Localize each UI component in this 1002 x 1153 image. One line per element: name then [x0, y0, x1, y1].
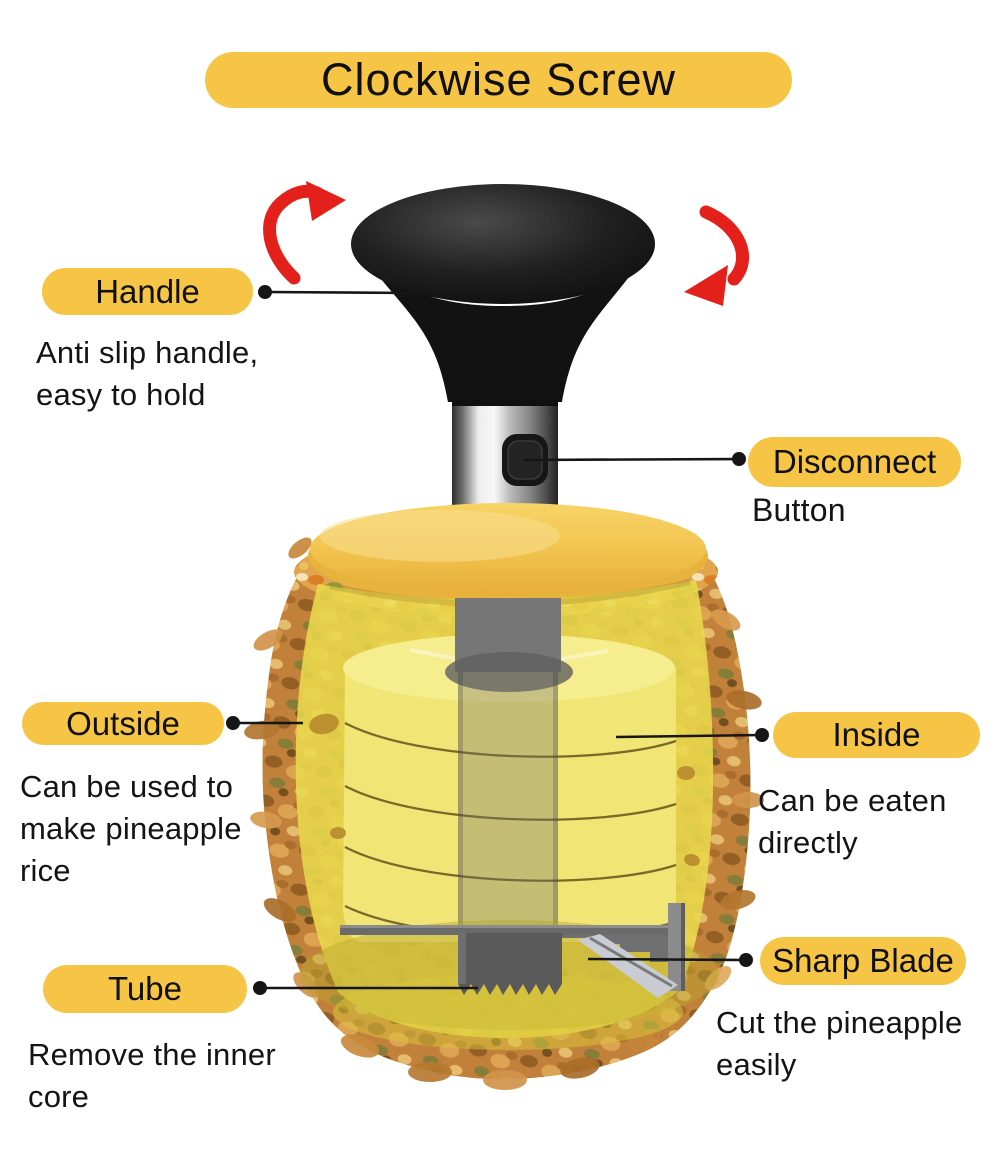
handle-label-pill: Handle	[42, 268, 253, 315]
rotation-arrow-left-icon	[263, 181, 346, 285]
sharp-blade-description: Cut the pineapple easily	[716, 1005, 963, 1083]
core-tube	[458, 933, 562, 995]
disconnect-sub-label: Button	[752, 492, 846, 528]
title-pill: Clockwise Screw	[205, 52, 792, 108]
leader-line-outside	[226, 716, 303, 730]
handle-knob	[351, 184, 655, 402]
leader-line-inside	[615, 728, 769, 742]
inside-label-pill: Inside	[773, 712, 980, 758]
leader-line-handle	[258, 285, 414, 299]
handle-description: Anti slip handle, easy to hold	[36, 335, 259, 413]
sharp-blade-label-pill: Sharp Blade	[760, 937, 966, 985]
outside-label-pill: Outside	[22, 702, 224, 745]
core-tube-highlight	[458, 933, 466, 984]
sharp-blade	[578, 934, 678, 998]
rotation-arrow-right-icon	[684, 205, 750, 306]
bottom-glow	[333, 974, 683, 1050]
pineapple-top-slice	[308, 503, 708, 606]
leader-line-tube	[253, 981, 478, 995]
blade-assembly	[340, 903, 685, 998]
tube-description: Remove the inner core	[28, 1037, 276, 1115]
tube-label-pill: Tube	[43, 965, 247, 1013]
inside-description: Can be eaten directly	[758, 783, 947, 861]
leader-line-disconnect	[523, 452, 746, 466]
leader-line-sharp-blade	[587, 953, 753, 967]
core-shaft-inside	[445, 598, 573, 928]
flesh-eyes	[309, 713, 700, 867]
disconnect-label-pill: Disconnect	[748, 437, 961, 487]
outside-description: Can be used to make pineapple rice	[20, 769, 242, 889]
